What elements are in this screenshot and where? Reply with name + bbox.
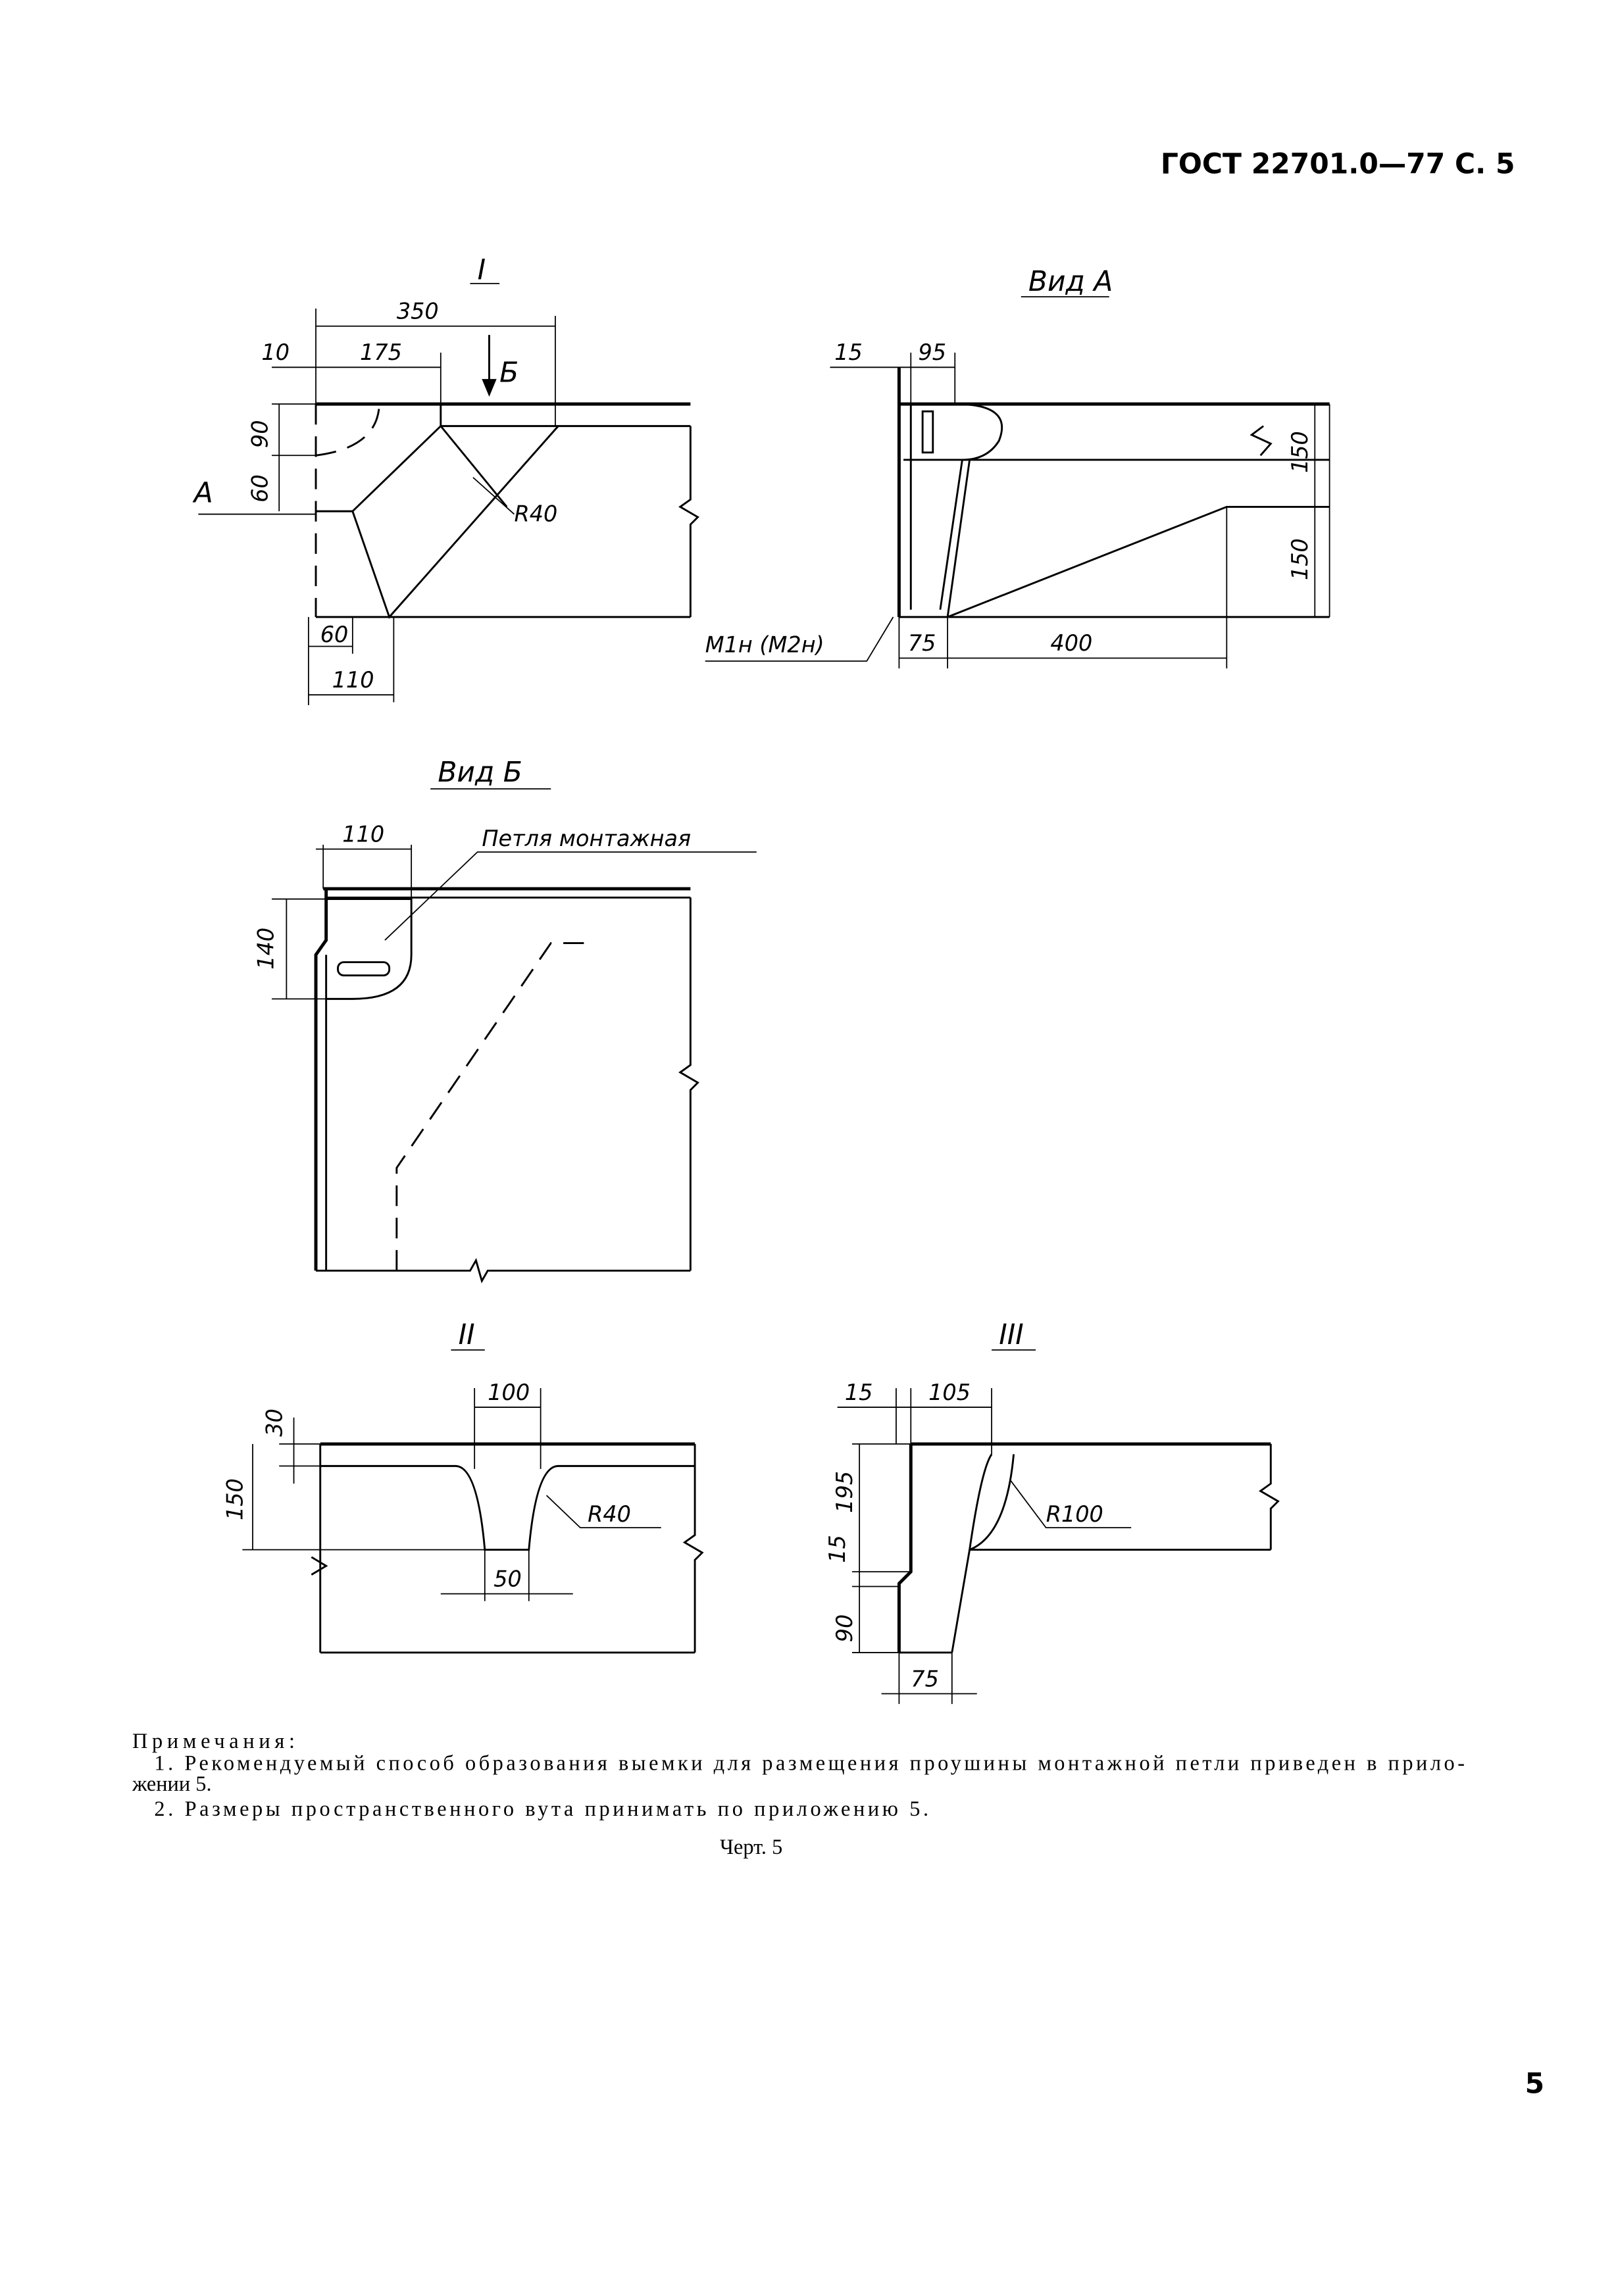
dim-150-bottom: 150 <box>1287 538 1313 580</box>
dim-350: 350 <box>397 299 439 324</box>
dim-30: 30 <box>262 1409 288 1437</box>
view-a-title: Вид А <box>1028 266 1113 298</box>
dim-150: 150 <box>222 1478 247 1520</box>
dim-10: 10 <box>261 339 290 365</box>
dim-400: 400 <box>1050 630 1092 656</box>
view-b-title: Вид Б <box>438 757 522 789</box>
dim-95: 95 <box>918 339 946 365</box>
view-b-arrow-label: Б <box>499 357 518 389</box>
dim-90: 90 <box>832 1614 857 1643</box>
dim-60-vertical: 60 <box>247 474 272 503</box>
dim-75: 75 <box>911 1666 939 1691</box>
dim-105: 105 <box>928 1380 971 1405</box>
dim-75: 75 <box>908 630 936 656</box>
dim-150-top: 150 <box>1287 431 1313 473</box>
detail-3-drawing: III 15 105 195 15 90 75 R100 <box>824 1319 1280 1705</box>
mark-label: М1н (М2н) <box>705 632 824 657</box>
detail-2-title: II <box>459 1319 475 1351</box>
dim-195: 195 <box>832 1471 857 1513</box>
detail-1-drawing: I 350 175 10 90 60 A Б R40 <box>192 254 699 705</box>
page-number: 5 <box>1525 2068 1545 2101</box>
view-a-drawing: Вид А 150 150 15 95 75 400 М1н (М2н) <box>705 266 1330 669</box>
notes: Примечания: 1. Рекомендуемый способ обра… <box>132 1730 1465 1859</box>
dim-15: 15 <box>834 339 863 365</box>
detail-2-drawing: II 100 30 150 50 R40 <box>222 1319 704 1654</box>
dim-100: 100 <box>488 1380 530 1405</box>
note-1-continuation: жении 5. <box>132 1772 212 1796</box>
note-2: 2. Размеры пространственного вута приним… <box>154 1797 928 1821</box>
dim-140: 140 <box>253 928 278 970</box>
note-1: 1. Рекомендуемый способ образования выем… <box>154 1752 1465 1776</box>
radius-label-r100: R100 <box>1046 1501 1103 1527</box>
detail-1-title: I <box>478 254 486 286</box>
view-b-drawing: Вид Б 110 140 Петля монтажная <box>253 757 757 1284</box>
document-header: ГОСТ 22701.0—77 С. 5 <box>1161 149 1515 181</box>
dim-175: 175 <box>360 339 402 365</box>
dim-110-view-b: 110 <box>342 821 384 847</box>
dim-110: 110 <box>332 667 374 693</box>
dim-15-top: 15 <box>845 1380 873 1405</box>
dim-50: 50 <box>493 1566 522 1591</box>
dim-60-bottom: 60 <box>320 622 349 647</box>
radius-label: R40 <box>514 501 557 527</box>
dim-15-side: 15 <box>824 1535 850 1563</box>
notes-heading: Примечания: <box>132 1730 299 1753</box>
dim-90: 90 <box>247 420 272 448</box>
radius-label-r40: R40 <box>588 1501 631 1527</box>
lifting-loop-callout: Петля монтажная <box>482 826 691 851</box>
view-a-arrow-label: A <box>192 478 213 510</box>
detail-3-title: III <box>999 1319 1024 1351</box>
figure-caption: Черт. 5 <box>720 1835 782 1859</box>
